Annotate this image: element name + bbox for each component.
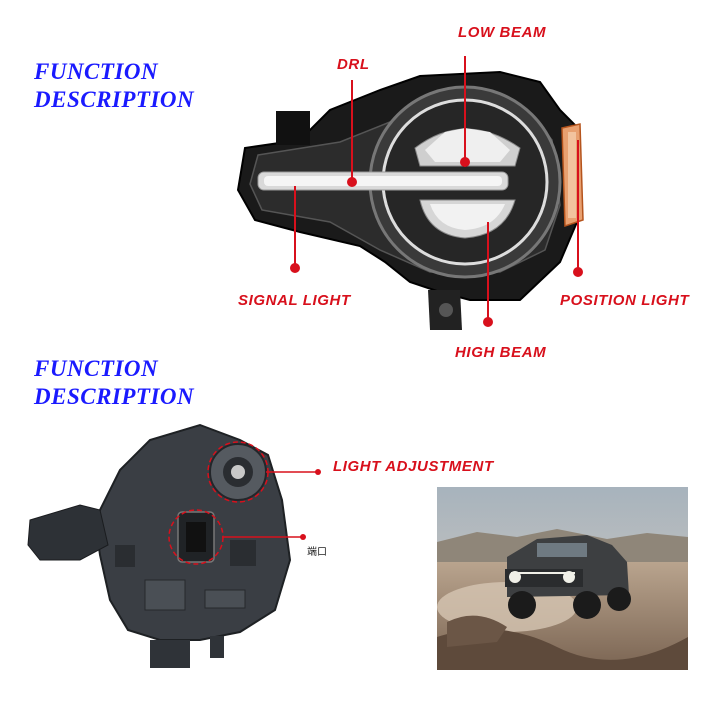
callout-drl: DRL xyxy=(337,56,370,73)
heading-line-2: DESCRIPTION xyxy=(34,87,195,112)
callout-position-light: POSITION LIGHT xyxy=(560,292,690,309)
callout-port: 端口 xyxy=(307,547,327,558)
heading-line-1: FUNCTION xyxy=(34,356,159,381)
callout-light-adjustment: LIGHT ADJUSTMENT xyxy=(333,458,494,475)
heading-line-2: DESCRIPTION xyxy=(34,384,195,409)
callout-low-beam: LOW BEAM xyxy=(458,24,547,41)
callout-high-beam: HIGH BEAM xyxy=(455,344,547,361)
callout-signal-light: SIGNAL LIGHT xyxy=(238,292,351,309)
heading-line-1: FUNCTION xyxy=(34,59,159,84)
function-description-heading-top: FUNCTION DESCRIPTION xyxy=(34,58,194,114)
function-description-heading-bottom: FUNCTION DESCRIPTION xyxy=(34,355,194,411)
vehicle-photo xyxy=(437,487,688,670)
